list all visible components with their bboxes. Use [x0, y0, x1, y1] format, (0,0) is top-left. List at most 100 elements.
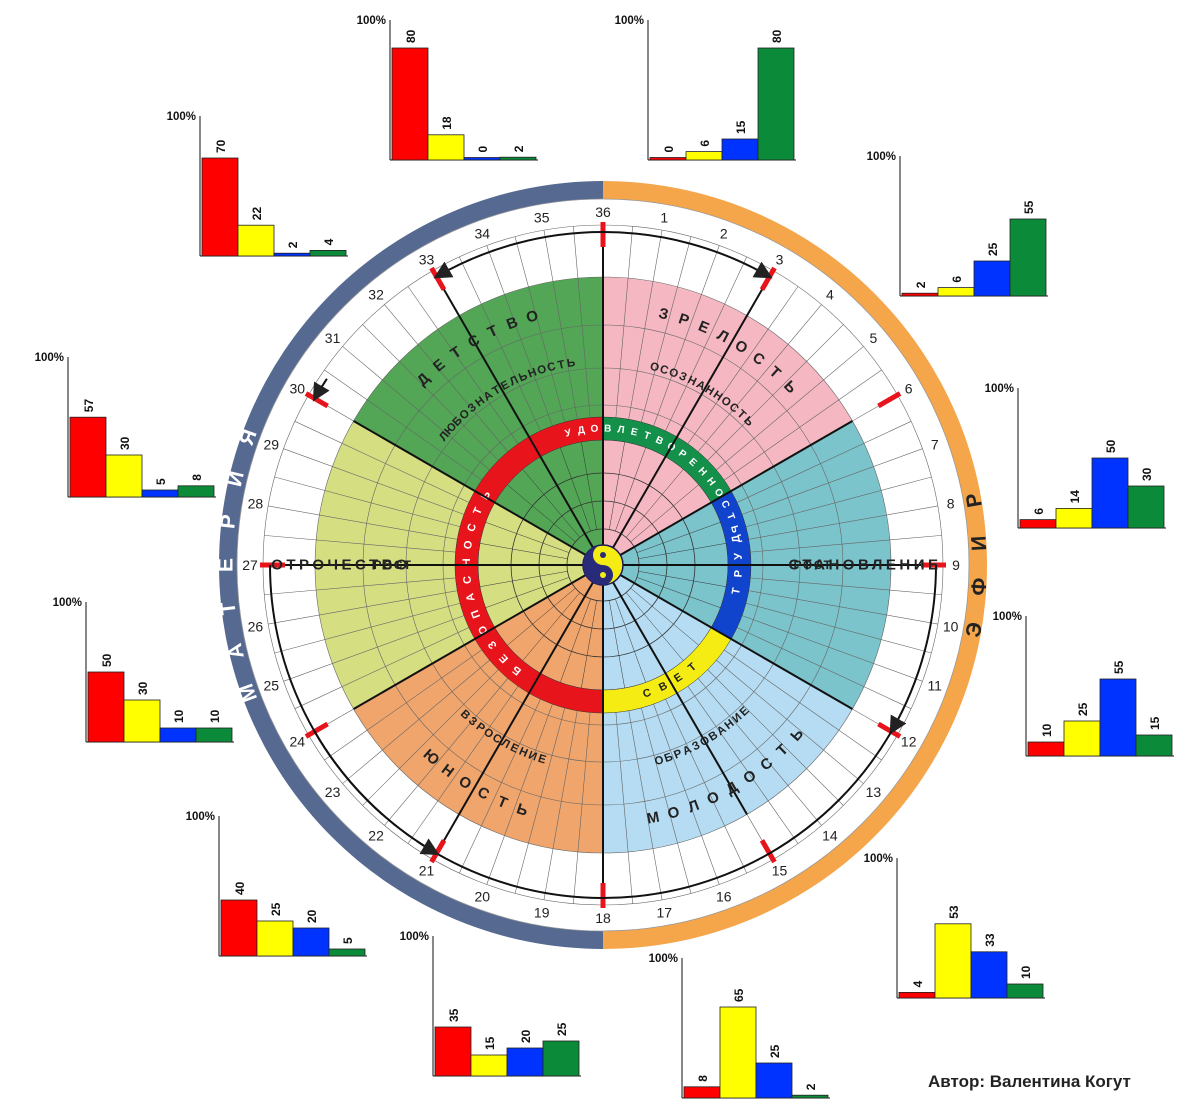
- arc-left: [269, 564, 438, 855]
- bar: [506, 1047, 544, 1077]
- bar-value-label: 6: [950, 276, 964, 283]
- bar-value-label: 55: [1112, 660, 1126, 674]
- position-number: 30: [290, 381, 306, 397]
- author-caption: Автор: Валентина Когут: [928, 1072, 1131, 1091]
- sector-boundary: [353, 564, 604, 710]
- bar: [427, 134, 465, 161]
- grid-spoke: [268, 586, 480, 625]
- position-number: 20: [474, 889, 490, 905]
- arrowhead-6: [312, 378, 330, 402]
- grid-spoke-inner: [485, 522, 570, 553]
- numbers: 1234567891011121314151617181920212223242…: [242, 204, 960, 926]
- bar: [755, 1062, 793, 1099]
- grid-spoke: [274, 597, 483, 654]
- bar-value-label: 55: [1022, 200, 1036, 214]
- position-number: 21: [419, 863, 435, 879]
- sector-name: ОТРОЧЕСТВО: [271, 557, 411, 574]
- sector-label-char: Д: [730, 534, 743, 544]
- bar: [973, 260, 1011, 297]
- position-number: 3: [776, 251, 784, 267]
- sector-label-char: С: [658, 363, 670, 377]
- bar: [105, 454, 143, 498]
- bar: [309, 249, 347, 257]
- grid-spoke-inner: [485, 577, 570, 608]
- grid-spoke: [384, 660, 523, 826]
- sector-label-char: Т: [557, 359, 566, 372]
- grid-spoke: [294, 617, 490, 709]
- grid-spoke-inner: [636, 577, 721, 608]
- grid-spoke: [674, 667, 799, 844]
- y-max-label: 100%: [167, 111, 196, 123]
- position-number: 32: [368, 287, 384, 303]
- sector-label-char: С: [718, 499, 731, 510]
- bar: [123, 699, 161, 743]
- bar-value-label: 2: [286, 241, 300, 248]
- grid-spoke: [407, 286, 532, 463]
- bar-value-label: 50: [100, 653, 114, 667]
- y-max-label: 100%: [867, 151, 896, 163]
- grid-spoke-inner: [630, 587, 699, 646]
- red-tick: [759, 839, 777, 864]
- bar-value-label: 30: [136, 681, 150, 695]
- wheel: МАТЕРИЯЭФИРБЕЗОПАСНОСТЬУДОВЛЕТВОРЕННОСТЬ…: [215, 181, 991, 949]
- bar: [1091, 457, 1129, 529]
- sector-label-char: Р: [962, 491, 987, 509]
- position-number: 23: [325, 784, 341, 800]
- position-number: 7: [931, 436, 939, 452]
- grid-spoke-inner: [581, 600, 597, 689]
- grid-spoke: [645, 682, 720, 885]
- grid-spoke: [543, 230, 582, 442]
- grid-spoke: [613, 689, 633, 904]
- sector-label-char: Я: [235, 426, 262, 448]
- sector-label-char: И: [223, 469, 249, 489]
- bar: [1135, 734, 1173, 757]
- grid-spoke: [573, 689, 593, 904]
- position-number: 4: [826, 287, 834, 303]
- bar-value-label: 25: [269, 902, 283, 916]
- arrow-right: [889, 564, 937, 735]
- bar-value-label: 53: [947, 905, 961, 919]
- position-number: 15: [772, 863, 788, 879]
- sector-label-char: Т: [724, 512, 736, 522]
- bar-value-label: 80: [404, 29, 418, 43]
- grid-spoke: [624, 230, 663, 442]
- bar-value-label: 40: [233, 881, 247, 895]
- sector-label-char: Л: [617, 424, 625, 436]
- yin-dot: [600, 552, 606, 558]
- bar-value-label: 2: [914, 281, 928, 288]
- sector-label-char: И: [527, 749, 539, 763]
- position-number: 6: [905, 381, 913, 397]
- bar: [1006, 983, 1044, 999]
- axes: [263, 225, 943, 905]
- bar-value-label: 80: [770, 29, 784, 43]
- bar-value-label: 50: [1104, 439, 1118, 453]
- bar: [721, 138, 759, 161]
- bar-value-label: 10: [172, 709, 186, 723]
- bar-value-label: 6: [1032, 508, 1046, 515]
- bar: [195, 727, 233, 743]
- grid-spoke: [691, 653, 844, 806]
- grid-spoke: [723, 597, 932, 654]
- sector-axis: [432, 270, 604, 566]
- grid-spoke: [726, 505, 938, 544]
- y-max-label: 100%: [357, 15, 386, 27]
- grid-spoke: [264, 535, 479, 555]
- position-number: 18: [595, 910, 611, 926]
- position-number: 28: [248, 496, 264, 512]
- grid-spoke: [683, 304, 822, 470]
- bar-value-label: 5: [341, 937, 355, 944]
- grid-spoke-inner: [507, 587, 576, 646]
- y-max-label: 100%: [649, 953, 678, 965]
- bar: [1009, 218, 1047, 297]
- grid-spoke: [362, 324, 515, 477]
- position-number: 17: [657, 905, 673, 921]
- y-max-label: 100%: [53, 597, 82, 609]
- grid-spoke: [727, 575, 942, 595]
- sector-label-char: П: [469, 608, 483, 620]
- red-ticks: [260, 222, 946, 908]
